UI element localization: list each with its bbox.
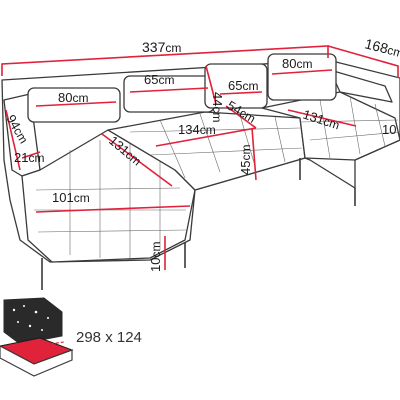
- sofa-legs: [41, 158, 356, 290]
- middle-seat-quilting: [129, 113, 303, 179]
- label-cushion-mid: 65cm: [144, 72, 174, 87]
- dim-line-cushion-far-right: [271, 69, 333, 75]
- bed-icon-base: [0, 345, 73, 377]
- dim-line-left-chaise-width: [35, 205, 191, 213]
- back-cushion-4: [267, 53, 337, 101]
- label-overall-width: 337cm: [142, 39, 181, 55]
- dim-line-cushion-mid: [129, 87, 209, 93]
- dim-line-arm-height: [5, 109, 21, 171]
- label-seat-depth-mid: 54cm: [225, 98, 259, 126]
- right-arm: [329, 69, 393, 103]
- dim-line-cushion-right: [219, 91, 263, 95]
- label-arm-height: 94cm: [3, 112, 31, 146]
- bed-icon-backrest: [3, 297, 63, 345]
- label-right-chaise-width: 10: [382, 122, 396, 137]
- dim-line-right-chaise-length: [287, 109, 357, 127]
- bed-icon-stars: [12, 305, 49, 331]
- label-cushion-far-right: 80cm: [282, 56, 312, 71]
- label-arm-width: 21cm: [14, 150, 44, 165]
- dim-line-overall-width: [1, 45, 329, 76]
- label-seat-height: 45cm: [238, 145, 253, 175]
- dimension-lines: [1, 45, 399, 270]
- dim-line-arm-width: [21, 151, 41, 159]
- label-cushion-left: 80cm: [58, 90, 88, 105]
- label-cushion-right: 65cm: [228, 78, 258, 93]
- dim-line-cushion-left: [35, 101, 117, 107]
- dim-line-seat-length-mid: [155, 127, 257, 147]
- label-seat-length-mid: 134cm: [178, 122, 216, 137]
- right-chaise-seat: [261, 91, 400, 161]
- left-chaise-seat: [21, 129, 196, 263]
- label-left-chaise-width: 101cm: [52, 190, 90, 205]
- left-chaise-quilting: [34, 140, 187, 258]
- dim-line-back-height: [205, 65, 217, 105]
- label-right-chaise-length: 131cm: [301, 107, 341, 133]
- dim-line-left-chaise-length: [101, 133, 173, 187]
- back-cushion-1: [27, 87, 121, 123]
- label-leg-height: 10cm: [148, 242, 163, 272]
- back-cushion-3: [204, 63, 268, 109]
- label-back-height: 44cm: [210, 92, 225, 122]
- dim-line-seat-height: [251, 127, 257, 181]
- dim-line-seat-depth-mid: [225, 105, 257, 129]
- label-right-depth: 168cm: [363, 35, 400, 60]
- bed-function-icon: [0, 297, 74, 377]
- bed-size-label: 298 x 124: [76, 329, 142, 346]
- sofa-outline: [1, 53, 400, 290]
- dim-line-right-depth: [327, 45, 399, 78]
